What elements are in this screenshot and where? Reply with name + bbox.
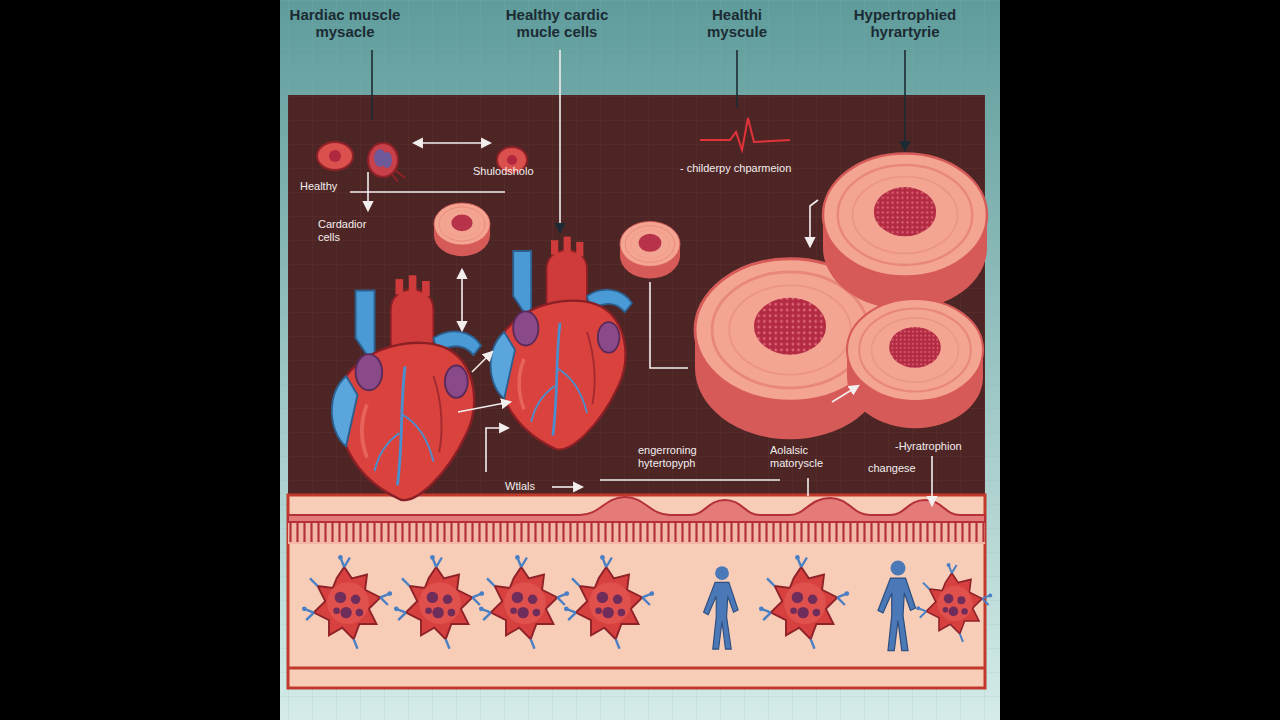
small-muscle-cells bbox=[329, 150, 341, 162]
part-label: -Hyratrophion bbox=[895, 440, 962, 453]
ecg-trace bbox=[700, 118, 790, 150]
muscle-cells-row bbox=[759, 555, 849, 649]
small-muscle-cells bbox=[507, 155, 517, 165]
small-muscle-cells bbox=[368, 143, 398, 177]
small-muscle-cells bbox=[392, 170, 405, 182]
muscle-cells-row bbox=[564, 555, 654, 649]
panel-arrows bbox=[367, 172, 369, 210]
hearts bbox=[332, 275, 481, 500]
header-leaders bbox=[559, 50, 561, 232]
panel-arrows bbox=[807, 478, 809, 496]
part-label: Aolalsic matoryscle bbox=[770, 444, 850, 469]
muscle-cells-row bbox=[479, 555, 569, 649]
tissue-panel bbox=[288, 495, 985, 688]
tissue-panel bbox=[288, 667, 985, 670]
muscle-discs bbox=[620, 222, 680, 279]
muscle-discs bbox=[823, 154, 987, 310]
muscle-discs bbox=[847, 299, 983, 428]
part-label: Shulodsholo bbox=[473, 165, 534, 178]
column-heading: Healthi myscule bbox=[692, 6, 782, 41]
column-heading: Hypertrophied hyrartyrie bbox=[830, 6, 980, 41]
part-label: engerroning hytertopyph bbox=[638, 444, 756, 469]
hearts bbox=[332, 237, 632, 500]
panel-arrows bbox=[350, 143, 932, 505]
panel-arrows bbox=[650, 282, 688, 368]
muscle-discs bbox=[434, 203, 490, 256]
human-figures bbox=[878, 561, 916, 651]
header-leaders bbox=[736, 50, 738, 108]
page-background bbox=[280, 0, 1000, 720]
tissue-panel bbox=[288, 497, 985, 522]
hearts bbox=[491, 237, 632, 450]
human-figures bbox=[704, 566, 739, 649]
panel-arrows bbox=[350, 191, 505, 193]
panel-arrows bbox=[810, 200, 818, 246]
panel-arrows bbox=[832, 386, 858, 402]
part-label: Wtlals bbox=[505, 480, 535, 493]
panel-arrows bbox=[414, 142, 490, 144]
part-label: changese bbox=[868, 462, 916, 475]
header-leaders bbox=[371, 50, 373, 120]
panel-arrows bbox=[552, 486, 582, 488]
panel-arrows bbox=[931, 456, 933, 505]
muscle-cells-row bbox=[302, 555, 992, 649]
muscle-cells-row bbox=[302, 555, 392, 649]
column-heading: Hardiac muscle mysacle bbox=[280, 6, 410, 41]
small-muscle-cells bbox=[382, 152, 392, 168]
human-figures bbox=[704, 561, 916, 651]
panel-arrows bbox=[486, 428, 508, 472]
column-heading: Healthy cardic mucle cells bbox=[487, 6, 627, 41]
ecg-trace bbox=[700, 118, 790, 150]
small-muscle-cells bbox=[317, 142, 353, 170]
part-label: - childerpy chparmeion bbox=[680, 162, 791, 175]
panel-arrows bbox=[458, 402, 510, 412]
part-label: Cardadior cells bbox=[318, 218, 390, 243]
tissue-panel bbox=[288, 495, 985, 688]
panel-arrows bbox=[461, 270, 463, 330]
page-background bbox=[280, 0, 1000, 720]
panel-arrows bbox=[600, 479, 780, 481]
muscle-cells-row bbox=[394, 555, 484, 649]
header-leaders bbox=[372, 50, 905, 232]
panel-arrows bbox=[472, 352, 492, 372]
part-label: Healthy bbox=[300, 180, 337, 193]
muscle-cells-row bbox=[916, 563, 992, 642]
header-leaders bbox=[904, 50, 906, 150]
